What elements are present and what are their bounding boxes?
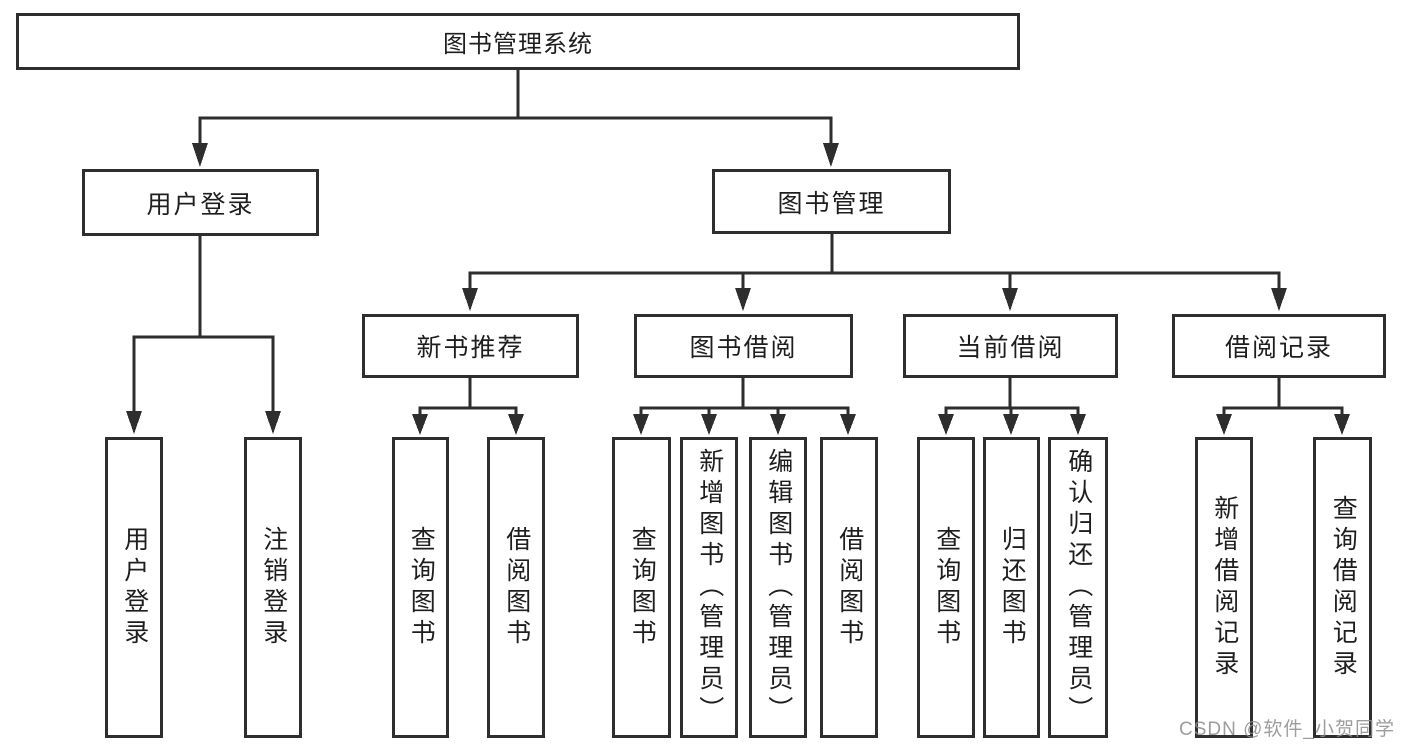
leaf-logout: 注销登录 [244, 437, 302, 738]
node-book-management: 图书管理 [712, 169, 951, 234]
leaf-add-book-admin: 新增图书（管理员） [680, 437, 738, 738]
leaf-confirm-return-admin-label: 确认归还（管理员） [1064, 448, 1093, 727]
leaf-newbook-borrow-label: 借阅图书 [502, 525, 531, 650]
node-user-login-label: 用户登录 [146, 190, 255, 219]
leaf-newbook-borrow: 借阅图书 [487, 437, 545, 738]
node-new-book-recommend-label: 新书推荐 [416, 334, 525, 362]
leaf-add-borrow-record-label: 新增借阅记录 [1210, 494, 1239, 681]
node-current-borrow-label: 当前借阅 [956, 334, 1065, 362]
leaf-user-login: 用户登录 [105, 437, 163, 738]
node-borrow-record-label: 借阅记录 [1224, 334, 1333, 362]
leaf-edit-book-admin-label: 编辑图书（管理员） [764, 448, 793, 727]
leaf-borrow-book: 借阅图书 [820, 437, 878, 738]
leaf-query-borrow-record-label: 查询借阅记录 [1329, 494, 1358, 681]
node-root-label: 图书管理系统 [443, 31, 593, 58]
leaf-user-login-label: 用户登录 [120, 525, 149, 650]
leaf-current-query: 查询图书 [917, 437, 975, 738]
leaf-logout-label: 注销登录 [259, 525, 288, 650]
leaf-edit-book-admin: 编辑图书（管理员） [749, 437, 807, 738]
leaf-newbook-query-label: 查询图书 [407, 525, 436, 650]
node-root: 图书管理系统 [16, 13, 1020, 70]
leaf-borrow-book-label: 借阅图书 [835, 525, 864, 650]
leaf-borrow-query: 查询图书 [612, 437, 671, 738]
node-book-borrow: 图书借阅 [634, 314, 853, 378]
watermark-text: CSDN @软件_小贺同学 [1179, 719, 1395, 740]
node-book-management-label: 图书管理 [777, 189, 886, 218]
leaf-query-borrow-record: 查询借阅记录 [1313, 437, 1372, 738]
leaf-current-query-label: 查询图书 [932, 525, 961, 650]
leaf-borrow-query-label: 查询图书 [628, 525, 657, 650]
leaf-return-book-label: 归还图书 [998, 525, 1027, 650]
node-new-book-recommend: 新书推荐 [362, 314, 579, 378]
leaf-confirm-return-admin: 确认归还（管理员） [1048, 437, 1108, 738]
leaf-return-book: 归还图书 [983, 437, 1040, 738]
node-current-borrow: 当前借阅 [903, 314, 1118, 378]
leaf-add-book-admin-label: 新增图书（管理员） [695, 448, 724, 727]
leaf-add-borrow-record: 新增借阅记录 [1195, 437, 1253, 738]
node-borrow-record: 借阅记录 [1172, 314, 1386, 378]
node-user-login: 用户登录 [82, 169, 319, 236]
leaf-newbook-query: 查询图书 [392, 437, 449, 738]
node-book-borrow-label: 图书借阅 [689, 334, 798, 362]
